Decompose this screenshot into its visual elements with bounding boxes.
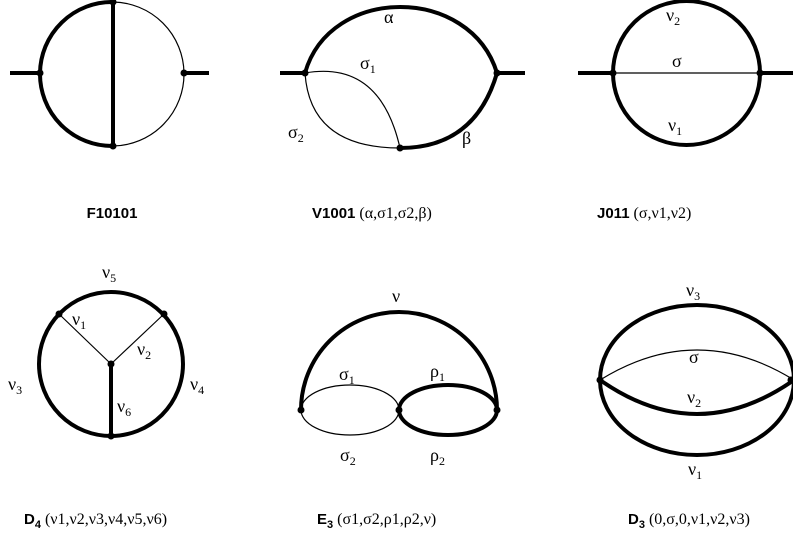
label-nu1: ν1	[668, 115, 682, 138]
arc-alpha	[303, 5, 499, 74]
vertex	[109, 0, 117, 6]
label-nu2: ν2	[666, 5, 680, 28]
spoke-nu2	[110, 313, 165, 365]
label-nu5: ν5	[102, 262, 116, 285]
vertex	[787, 376, 793, 384]
label-nu4: ν4	[190, 374, 204, 397]
diagram-f10101: F10101	[10, 0, 209, 222]
bubble-sigma	[300, 384, 400, 436]
vertex	[55, 310, 63, 318]
label-sigma: σ	[689, 347, 699, 367]
label-nu2: ν2	[137, 339, 151, 362]
outer-ellipse	[598, 303, 793, 457]
vertex	[297, 406, 305, 414]
label-nu6: ν6	[117, 396, 131, 419]
arc-sigma2	[304, 72, 401, 149]
diagram-caption: F10101	[87, 205, 138, 222]
label-nu3: ν3	[686, 280, 700, 303]
label-rho1: ρ1	[430, 361, 445, 384]
arc-sigma1	[304, 70, 401, 149]
diagram-caption: D3(0,σ,0,ν1,ν2,ν3)	[628, 511, 750, 531]
label-nu3: ν3	[8, 374, 22, 397]
diagram-d4: ν5 ν1 ν2 ν3 ν4 ν6 D4(ν1,ν2,ν3,ν4,ν5,ν6)	[8, 262, 204, 531]
vertex	[107, 432, 115, 440]
vertex	[301, 69, 309, 77]
diagram-caption: V1001(α,σ1,σ2,β)	[312, 205, 432, 222]
vertex	[109, 142, 117, 150]
vertex	[180, 69, 188, 77]
spoke-nu1	[58, 313, 112, 365]
label-beta: β	[462, 128, 471, 148]
arc-nu	[299, 310, 499, 411]
label-sigma: σ	[672, 51, 682, 71]
vertex	[396, 144, 404, 152]
vertex	[107, 360, 115, 368]
label-sigma1: σ1	[360, 53, 376, 76]
vertex	[160, 310, 168, 318]
diagram-v1001: α σ1 σ2 β V1001(α,σ1,σ2,β)	[280, 5, 525, 222]
vertex	[609, 69, 617, 77]
diagram-caption: J011(σ,ν1,ν2)	[597, 205, 691, 222]
vertex	[756, 69, 764, 77]
right-arc-thin	[112, 1, 185, 147]
diagram-e3: ν σ1 ρ1 σ2 ρ2 E3(σ1,σ2,ρ1,ρ2,ν)	[297, 286, 501, 531]
diagram-caption: E3(σ1,σ2,ρ1,ρ2,ν)	[317, 511, 436, 531]
left-arc-thick	[37, 0, 114, 149]
vertex	[493, 69, 501, 77]
bubble-rho	[397, 383, 499, 437]
label-nu2: ν2	[687, 387, 701, 410]
arc-sigma	[599, 349, 793, 381]
label-sigma2: σ2	[288, 122, 304, 145]
vertex	[36, 69, 44, 77]
label-nu1: ν1	[688, 459, 702, 482]
label-nu1: ν1	[72, 309, 86, 332]
label-alpha: α	[384, 7, 394, 27]
arc-beta	[399, 72, 499, 150]
arc-nu2	[598, 378, 793, 416]
diagram-j011: ν2 σ ν1 J011(σ,ν1,ν2)	[578, 0, 793, 222]
label-nu: ν	[392, 286, 400, 306]
diagram-caption: D4(ν1,ν2,ν3,ν4,ν5,ν6)	[24, 511, 167, 531]
vertex	[596, 376, 604, 384]
vertex	[493, 406, 501, 414]
label-sigma1: σ1	[339, 364, 355, 387]
label-sigma2: σ2	[340, 445, 356, 468]
label-rho2: ρ2	[430, 445, 445, 468]
diagram-d3: ν3 σ ν2 ν1 D3(0,σ,0,ν1,ν2,ν3)	[596, 280, 793, 531]
vertex	[395, 406, 403, 414]
